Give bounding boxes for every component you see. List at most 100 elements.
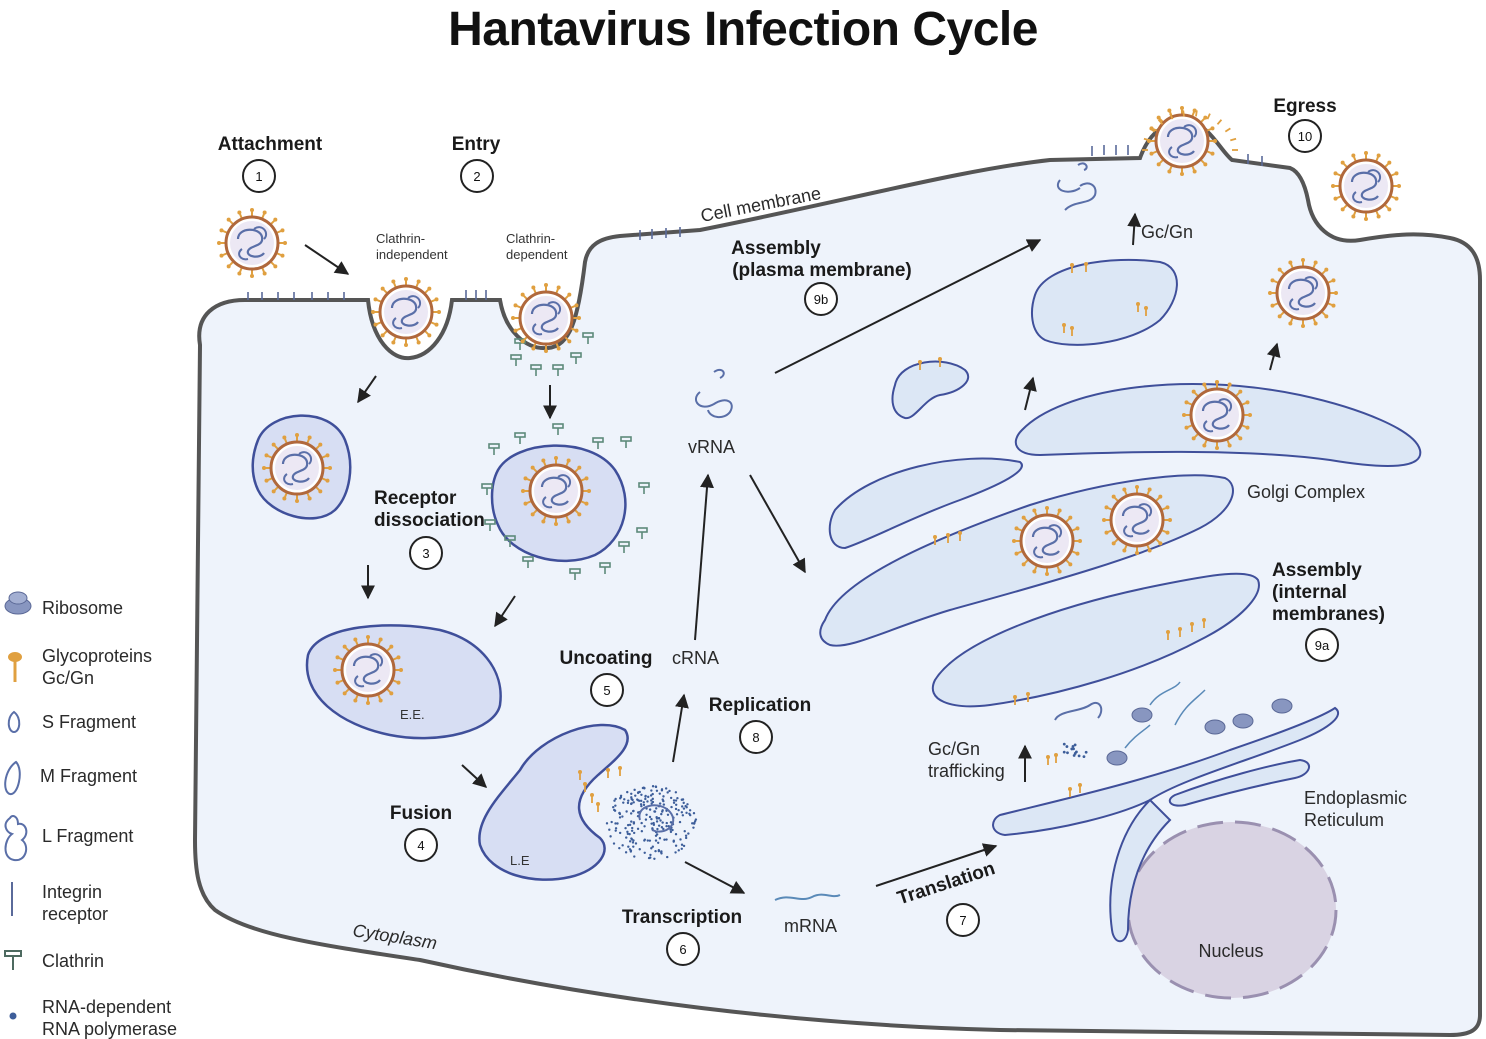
rna-polymerase-dot: [632, 831, 636, 835]
rna-polymerase-dot: [640, 821, 643, 825]
step-assembly-plasma-line2: (plasma membrane): [732, 260, 912, 281]
rna-polymerase-dot: [685, 811, 688, 815]
virion: [521, 456, 591, 526]
glycoprotein-spike: [1070, 326, 1074, 336]
rna-polymerase-dot: [692, 822, 696, 825]
rna-polymerase-dot: [659, 819, 662, 822]
glycoprotein-spike: [1166, 630, 1170, 640]
glycoprotein-spike: [1068, 787, 1072, 797]
rna-polymerase-dot: [674, 791, 678, 794]
step-5-num: 5: [603, 683, 610, 698]
glycoprotein-spike: [1026, 692, 1030, 702]
step-replication-label: Replication: [709, 695, 811, 716]
rna-polymerase-dot: [674, 807, 678, 811]
gc-gn-label: Gc/Gn: [1141, 222, 1193, 242]
rna-polymerase-dot: [638, 799, 641, 802]
rna-polymerase-dot: [660, 826, 664, 829]
glycoprotein-spike: [1195, 110, 1198, 117]
m-fragment-icon: [4, 760, 21, 795]
rna-polymerase-dot: [657, 849, 661, 853]
glycoprotein-spike: [618, 766, 622, 776]
step-egress-label: Egress: [1273, 96, 1336, 117]
clathrin-independent-line1: Clathrin-: [376, 231, 425, 246]
rna-polymerase-dot: [631, 841, 635, 844]
rna-polymerase-dot: [1084, 750, 1088, 754]
clathrin-triskelion: [484, 519, 496, 531]
step-assembly-internal-line2: (internal: [1272, 582, 1347, 603]
rna-polymerase-dot: [677, 849, 680, 852]
rna-polymerase-dot: [669, 828, 672, 831]
virions: [217, 106, 1401, 705]
early-endosome-label: E.E.: [400, 707, 425, 722]
gc-gn-trafficking-line1: Gc/Gn: [928, 739, 980, 759]
rna-polymerase-dot: [623, 798, 626, 801]
glycoprotein-spike: [958, 531, 962, 541]
glycoprotein-spike: [946, 533, 950, 543]
glycoprotein-spike: [1013, 695, 1017, 705]
rna-polymerase-dot: [674, 799, 678, 802]
rna-polymerase-dot: [666, 855, 669, 859]
rna-polymerase-dot: [609, 835, 612, 838]
clathrin-triskelion: [504, 535, 516, 547]
step-receptor-line2: dissociation: [374, 510, 485, 531]
virion: [1012, 506, 1082, 576]
rna-polymerase-dot: [612, 806, 615, 809]
rna-polymerase-dot: [662, 803, 666, 806]
virion: [217, 208, 287, 278]
glycoprotein-spike: [1046, 755, 1050, 765]
rna-polymerase-dot: [634, 842, 638, 845]
rna-polymerase-dot: [652, 823, 656, 827]
rna-polymerase-dot: [662, 795, 665, 798]
mrna-strand: [774, 893, 841, 901]
virion: [1147, 106, 1217, 176]
clathrin-triskelion: [488, 443, 500, 455]
clathrin-triskelion: [570, 352, 582, 364]
rna-polymerase-dot: [654, 849, 657, 853]
glycoprotein-spike: [1144, 306, 1148, 316]
rna-polymerase-dot: [655, 807, 658, 810]
rna-polymerase-dot: [650, 817, 653, 821]
rna-polymerase-dot: [644, 797, 647, 801]
rna-polymerase-dot: [675, 813, 679, 816]
er-label-line2: Reticulum: [1304, 810, 1384, 830]
clathrin-triskelion: [582, 332, 594, 344]
rna-polymerase-dot: [649, 853, 652, 857]
legend-glycoproteins-line2: Gc/Gn: [42, 668, 94, 688]
clathrin-coat: [481, 332, 650, 580]
l-fragment-icon: [4, 815, 28, 862]
rna-polymerase-dot: [683, 830, 686, 833]
step-numbers: [242, 119, 1339, 966]
step-9b-circle: [804, 282, 838, 316]
rna-polymerase-dot: [657, 824, 661, 827]
rna-polymerase-dot: [643, 825, 646, 828]
rna-polymerase-dot: [664, 787, 668, 790]
rna-polymerase-dot: [618, 812, 622, 816]
rna-polymerase-dot: [674, 832, 678, 836]
rna-polymerase-dot: [646, 839, 649, 842]
rna-polymerase-dot: [680, 847, 683, 850]
rna-polymerase-dot: [614, 822, 617, 825]
step-2-circle: [460, 159, 494, 193]
late-endosome-label: L.E: [510, 853, 530, 868]
glycoprotein-icon: [8, 652, 22, 682]
step-assembly-internal-line1: Assembly: [1272, 560, 1362, 581]
rna-polymerase-dot: [632, 809, 635, 813]
endoplasmic-reticulum: [992, 706, 1340, 943]
rna-polymerase-dot: [626, 832, 630, 836]
clathrin-triskelion: [552, 423, 564, 435]
rna-polymerase-dot: [661, 821, 664, 824]
rna-polymerase-dot: [628, 823, 632, 827]
clathrin-triskelion: [510, 354, 522, 366]
rna-polymerase-dot: [648, 839, 652, 842]
rna-polymerase-dot: [651, 785, 655, 788]
rna-polymerase-dot: [640, 830, 644, 833]
rna-polymerase-dot: [688, 809, 692, 812]
clathrin-triskelion: [599, 562, 611, 574]
step-7-num: 7: [959, 913, 966, 928]
rna-polymerase-dot: [638, 848, 641, 851]
rna-polymerase-dot: [628, 832, 631, 836]
rna-polymerase-dot: [687, 832, 690, 835]
rna-polymerase-dot: [660, 850, 663, 853]
rna-polymerase-dot: [632, 822, 636, 825]
rna-polymerase-dot: [661, 810, 664, 813]
